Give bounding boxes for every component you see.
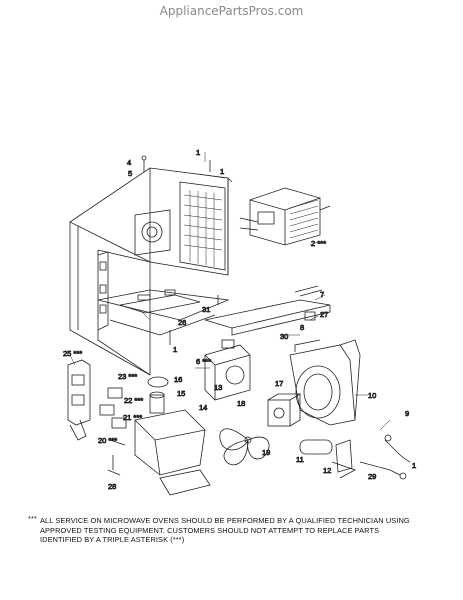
callout-26: 26: [178, 318, 186, 327]
callout-2: 2 ***: [311, 239, 326, 248]
air-duct-part: [134, 409, 211, 496]
callout-12: 12: [323, 466, 331, 475]
turntable-motor-part: [147, 376, 169, 414]
mounting-rail: [204, 285, 331, 336]
wire-harness-part: [359, 434, 411, 480]
fastener-parts: [107, 155, 233, 476]
callout-8: 8: [300, 323, 304, 332]
callout-1b: 1: [220, 167, 224, 176]
notice-line-2: APPROVED TESTING EQUIPMENT. CUSTOMERS SH…: [40, 525, 380, 535]
callout-7: 7: [320, 290, 324, 299]
callout-1d: 1: [412, 461, 416, 470]
callout-15: 15: [177, 389, 185, 398]
leader-lines: [69, 152, 391, 431]
callout-23: 23 ***: [118, 372, 137, 381]
notice-line-3: IDENTIFIED BY A TRIPLE ASTERISK (***): [40, 535, 185, 544]
callout-22: 22 ***: [124, 396, 143, 405]
notice-marker: ***: [28, 514, 37, 523]
callout-14: 14: [199, 403, 207, 412]
callout-30: 30: [280, 332, 288, 341]
callout-16: 16: [174, 375, 182, 384]
capacitor-part: [299, 439, 356, 479]
interlock-switch-assembly: [67, 359, 127, 446]
callout-20: 20 ***: [98, 436, 117, 445]
callout-10: 10: [368, 391, 376, 400]
callout-18: 18: [237, 399, 245, 408]
service-notice: *** ALL SERVICE ON MICROWAVE OVENS SHOUL…: [28, 514, 450, 545]
magnetron-part: [204, 339, 251, 401]
callout-21: 21 ***: [123, 413, 142, 422]
callout-28: 28: [108, 482, 116, 491]
transformer-part: [239, 187, 331, 246]
callout-11: 11: [296, 455, 304, 464]
callout-5: 5: [128, 169, 132, 178]
callout-25: 25 ***: [63, 349, 82, 358]
callout-9: 9: [405, 409, 409, 418]
callout-31: 31: [202, 305, 210, 314]
callout-27: 27: [320, 310, 328, 319]
callout-13: 13: [214, 383, 222, 392]
callout-4: 4: [127, 158, 131, 167]
notice-line-1: ALL SERVICE ON MICROWAVE OVENS SHOULD BE…: [40, 516, 410, 525]
callout-29: 29: [368, 472, 376, 481]
callout-1c: 1: [173, 345, 177, 354]
callout-1: 1: [196, 148, 200, 157]
fan-housing-part: [289, 339, 361, 426]
callout-labels: 1 1 1 1 2 *** 4 5 6 *** 7 8 9 10 11 12 1…: [63, 148, 417, 492]
callout-17: 17: [275, 379, 283, 388]
cabinet-frame: [69, 167, 230, 376]
fan-motor-part: [267, 393, 302, 427]
site-watermark: AppliancePartsPros.com: [159, 4, 304, 18]
callout-19: 19: [262, 448, 270, 457]
fan-blade-part: [219, 428, 270, 466]
callout-6: 6 ***: [196, 357, 211, 366]
